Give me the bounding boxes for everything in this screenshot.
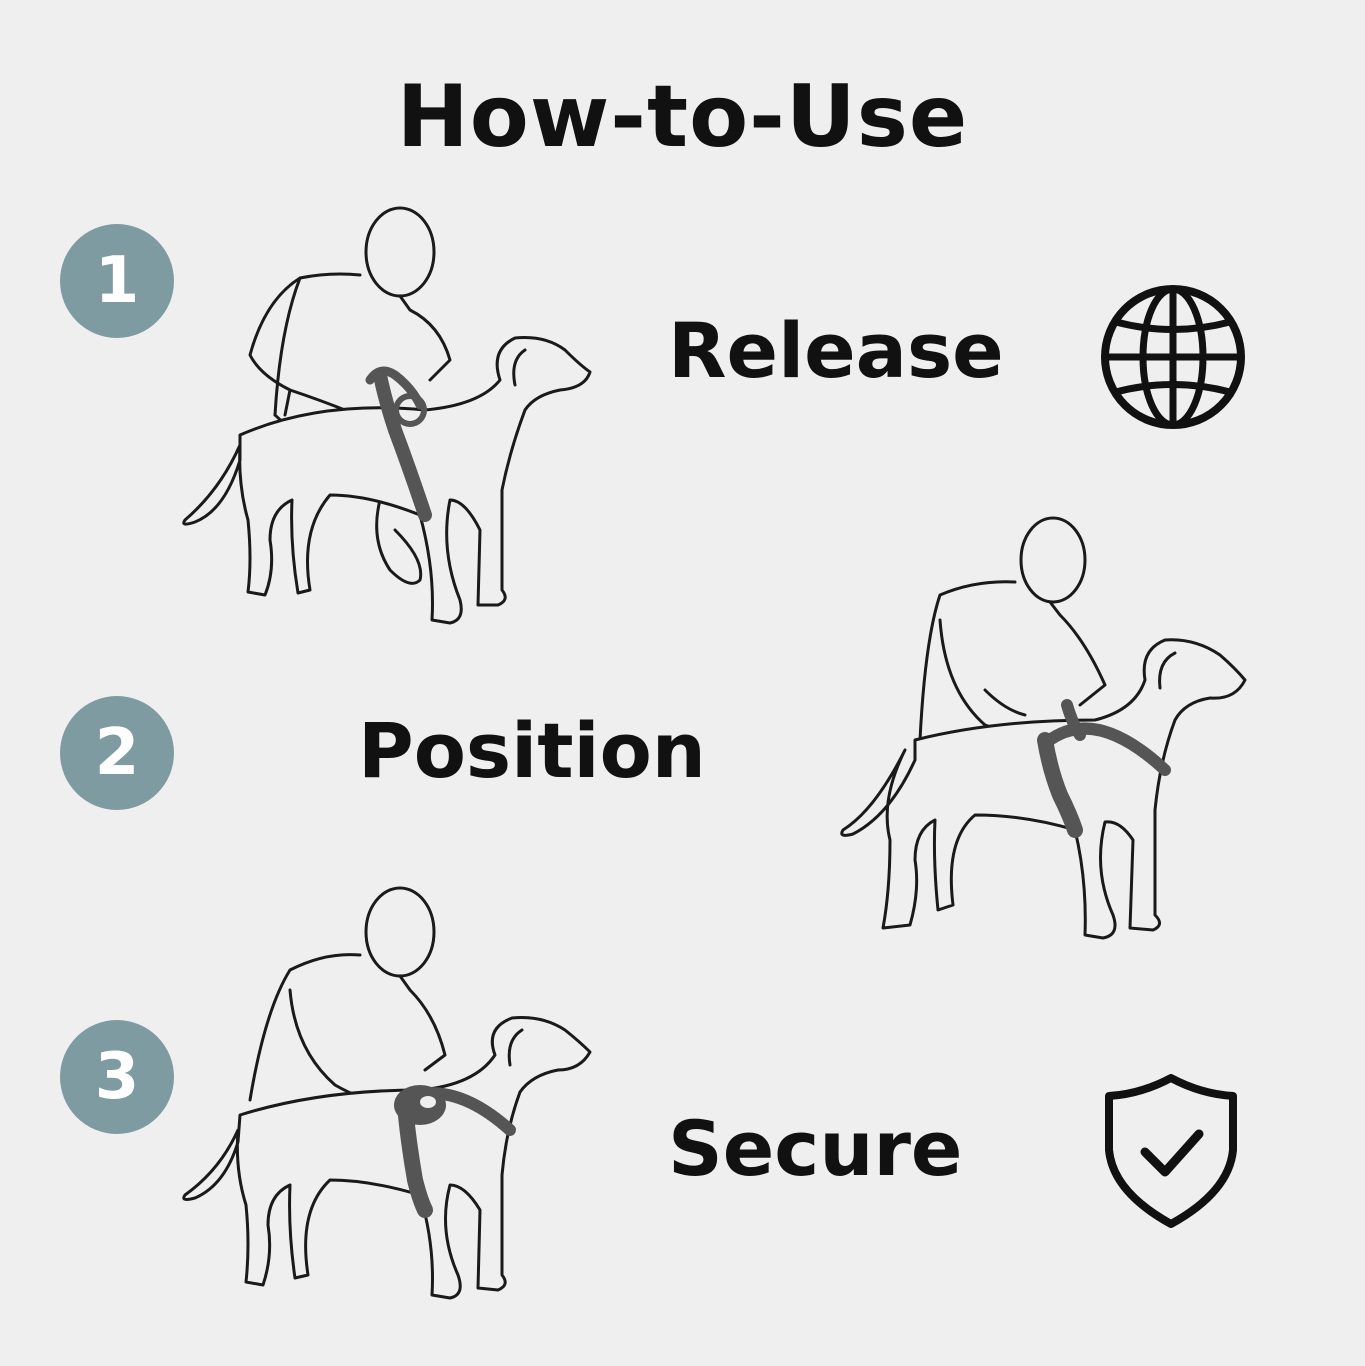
shield-check-icon (1105, 1074, 1237, 1228)
globe-icon (1101, 285, 1245, 429)
step-3-label: Secure (668, 1104, 963, 1193)
step-1-badge: 1 (60, 224, 174, 338)
page-title: How-to-Use (396, 67, 969, 167)
step-3-illustration (182, 886, 592, 1300)
step-1-illustration (182, 206, 592, 625)
step-2-illustration (840, 516, 1247, 940)
step-3-badge: 3 (60, 1020, 174, 1134)
step-2-label: Position (358, 706, 706, 795)
step-2-badge: 2 (60, 696, 174, 810)
step-1-label: Release (668, 306, 1004, 395)
